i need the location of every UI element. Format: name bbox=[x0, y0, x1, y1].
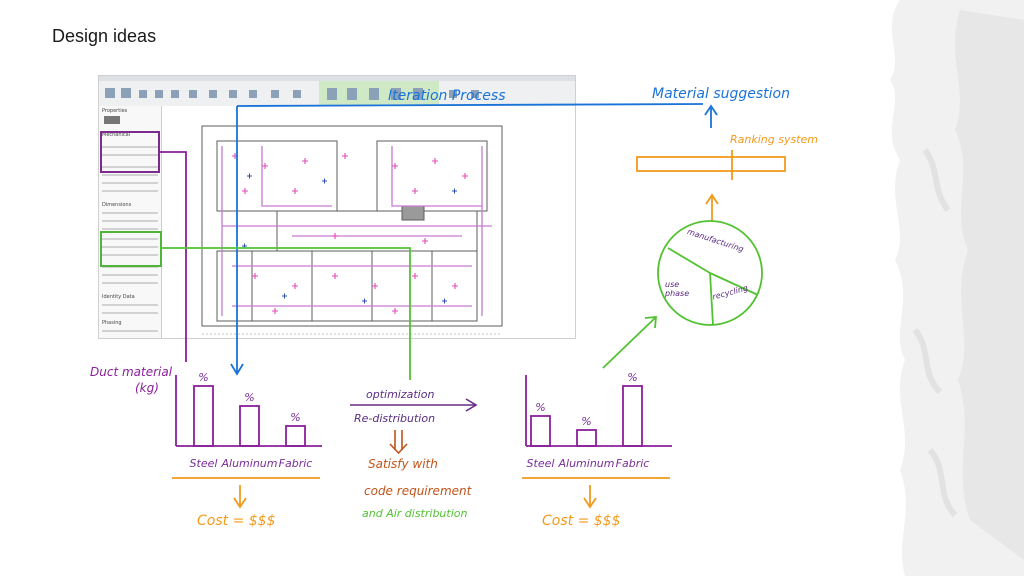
chart-bar bbox=[193, 385, 214, 447]
chart-bar bbox=[576, 429, 597, 447]
redistribution-label: Re-distribution bbox=[354, 412, 436, 425]
chart-data-label: % bbox=[290, 411, 300, 424]
floor-plan-canvas bbox=[162, 106, 575, 338]
chart-category-label: Fabric bbox=[616, 457, 650, 470]
chart-bar bbox=[622, 385, 643, 447]
ribbon-icons bbox=[99, 76, 575, 100]
panel-label-dimensions: Dimensions bbox=[102, 202, 132, 208]
cost-right-label: Cost = $$$ bbox=[542, 513, 621, 529]
pie-label-use-phase: use phase bbox=[665, 280, 690, 298]
chart-category-label: Aluminum bbox=[221, 457, 278, 470]
chart-bar bbox=[239, 405, 260, 447]
optimization-label: optimization bbox=[366, 388, 435, 401]
bar-chart-2: % Steel% Aluminum% Fabric bbox=[525, 371, 672, 470]
chart-bar bbox=[285, 425, 306, 447]
chart-category-label: Steel bbox=[190, 457, 218, 470]
duct-material-label: Duct material bbox=[90, 365, 173, 379]
ranking-system-label: Ranking system bbox=[730, 133, 818, 146]
iteration-process-label: Iteration Process bbox=[388, 88, 506, 104]
chart-category-label: Fabric bbox=[279, 457, 313, 470]
panel-label-identity: Identity Data bbox=[102, 294, 135, 300]
panel-label-properties: Properties bbox=[102, 108, 128, 114]
highlight-box-system bbox=[100, 231, 162, 267]
satisfy-line-3: and Air distribution bbox=[362, 507, 468, 520]
chart-bar bbox=[530, 415, 551, 447]
panel-label-phasing: Phasing bbox=[102, 320, 122, 326]
chart-data-label: % bbox=[581, 415, 591, 428]
lifecycle-pie bbox=[657, 220, 763, 326]
duct-thumbnail-icon bbox=[104, 116, 120, 124]
floor-plan-drawing bbox=[201, 125, 503, 335]
satisfy-line-2: code requirement bbox=[364, 484, 472, 498]
material-suggestion-label: Material suggestion bbox=[652, 86, 790, 102]
panel-label-mechanical: Mechanical bbox=[102, 132, 131, 138]
cost-left-label: Cost = $$$ bbox=[197, 513, 276, 529]
duct-unit-label: (kg) bbox=[135, 381, 159, 395]
chart-data-label: % bbox=[627, 371, 637, 384]
chart-data-label: % bbox=[198, 371, 208, 384]
bar-chart-1: % Steel% Aluminum% Fabric bbox=[175, 371, 322, 470]
chart-category-label: Aluminum bbox=[558, 457, 615, 470]
chart-category-label: Steel bbox=[527, 457, 555, 470]
properties-panel: Properties Mechanical Dimensions Identit… bbox=[99, 106, 162, 338]
chart-data-label: % bbox=[535, 401, 545, 414]
cad-screenshot: Properties Mechanical Dimensions Identit… bbox=[98, 75, 576, 339]
chart-data-label: % bbox=[244, 391, 254, 404]
satisfy-line-1: Satisfy with bbox=[368, 457, 438, 471]
slide-title: Design ideas bbox=[52, 26, 157, 46]
